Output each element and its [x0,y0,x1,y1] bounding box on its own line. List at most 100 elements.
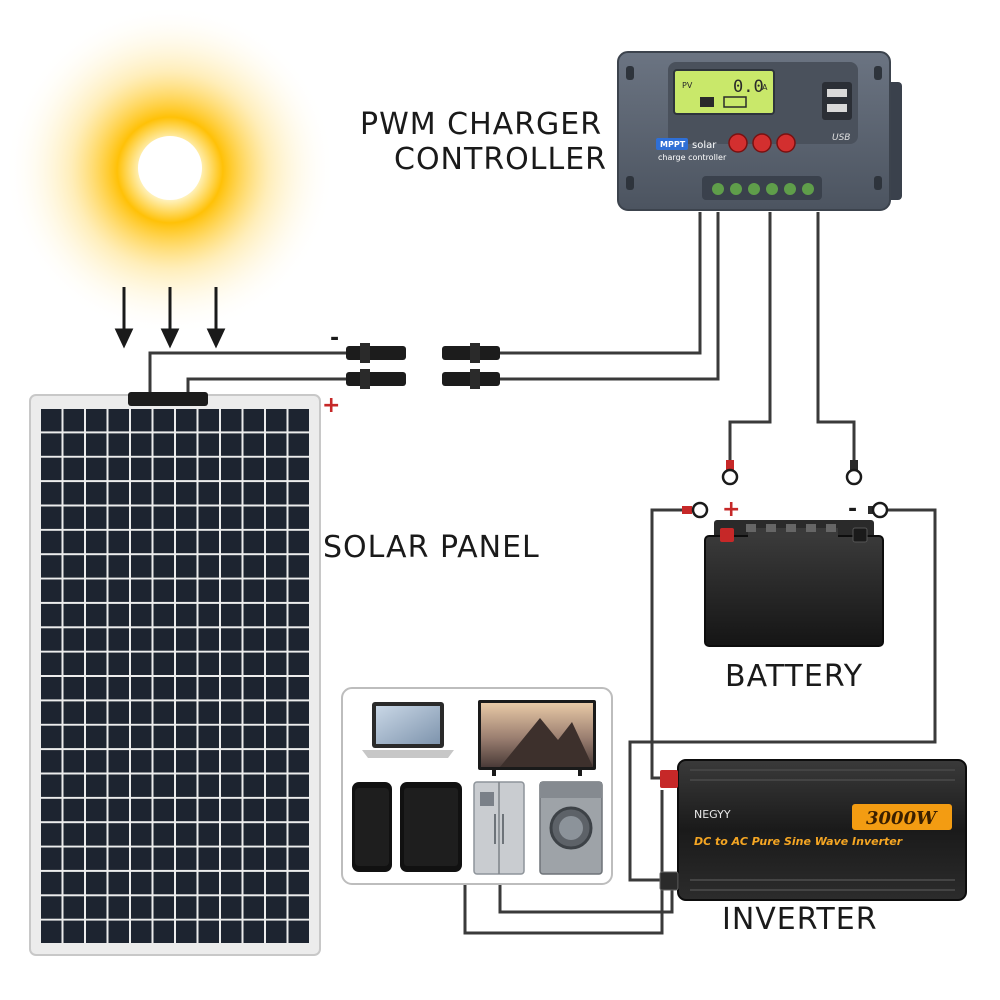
solar-cell [63,457,84,481]
solar-cell [243,677,264,700]
solar-cell [131,652,152,675]
solar-cell [176,409,197,432]
solar-cell [41,701,62,724]
solar-cell [176,750,197,773]
solar-cell [63,750,84,773]
solar-cell [176,677,197,700]
solar-cell [243,798,264,822]
laptop-icon [362,702,454,758]
solar-cell [131,677,152,700]
controller-button-2 [752,133,772,153]
solar-cell [86,652,107,675]
solar-cell [153,506,174,529]
solar-cell [41,652,62,675]
solar-cell [41,677,62,700]
appliances-panel [341,687,613,885]
solar-cell [243,847,264,870]
solar-cell [131,798,152,822]
controller-label-line1: PWM CHARGER [360,107,603,142]
solar-cell [266,798,287,822]
solar-cell [288,603,309,627]
solar-cell [108,677,129,700]
solar-cell [198,603,219,627]
solar-cell [108,628,129,651]
solar-cell [108,871,129,895]
smartphone-icon [352,782,392,872]
solar-cell [41,920,62,943]
solar-cell [288,433,309,456]
solar-cell [63,603,84,627]
solar-cell [243,701,264,724]
solar-cell [131,847,152,870]
solar-cell [153,823,174,846]
solar-cell [41,409,62,432]
solar-cell [153,652,174,675]
solar-cell [176,871,197,895]
solar-cell [153,482,174,505]
solar-cell [198,774,219,797]
svg-text:PV: PV [682,81,693,90]
refrigerator-icon [473,781,525,875]
solar-cell [198,823,219,846]
solar-cell [153,701,174,724]
solar-cell [288,871,309,895]
solar-cell [176,652,197,675]
svg-text:3000W: 3000W [866,808,938,829]
svg-text:DC to AC Pure Sine Wave Invert: DC to AC Pure Sine Wave Inverter [694,835,903,848]
solar-cell [198,920,219,943]
wiring [148,212,937,935]
solar-cell [131,823,152,846]
solar-cell [221,774,242,797]
solar-cell [131,774,152,797]
solar-cell [153,774,174,797]
inverter-positive-terminal [660,770,678,788]
solar-cell [288,701,309,724]
solar-cell [86,750,107,773]
solar-cell [266,555,287,578]
solar-cell [86,920,107,943]
battery-cable-terminals [682,460,889,519]
controller-button-3 [776,133,796,153]
solar-cell [243,920,264,943]
solar-cell [108,409,129,432]
solar-cell [198,433,219,456]
charge-controller: PV 0.0 A USB MPPT solar charge controlle… [617,51,902,211]
solar-cell [131,579,152,602]
battery [704,520,884,647]
solar-cell [288,482,309,505]
solar-cell [108,896,129,919]
solar-cell [198,506,219,529]
solar-cell [243,725,264,749]
solar-cell [221,652,242,675]
solar-cell [41,823,62,846]
solar-cell [63,628,84,651]
solar-cell [131,482,152,505]
solar-cell [131,457,152,481]
solar-cell [41,798,62,822]
solar-cell [266,506,287,529]
panel-positive-sign: + [322,393,340,418]
controller-label-line2: CONTROLLER [394,142,608,177]
solar-cell [221,579,242,602]
battery-negative-terminal [852,527,868,543]
solar-cell [266,530,287,554]
solar-cell [86,482,107,505]
solar-cell [221,896,242,919]
solar-cell [86,725,107,749]
solar-cell [266,677,287,700]
solar-cell [288,677,309,700]
battery-positive-sign: + [722,497,740,522]
solar-cell [131,750,152,773]
inverter: NEGYY 3000W DC to AC Pure Sine Wave Inve… [659,759,967,901]
solar-cell [198,628,219,651]
battery-positive-terminal [720,528,734,542]
solar-cell [266,579,287,602]
battery-label: BATTERY [725,659,864,694]
svg-text:MPPT: MPPT [660,140,686,149]
solar-cell [221,603,242,627]
solar-cell [41,725,62,749]
solar-cell [266,701,287,724]
solar-cell [266,628,287,651]
solar-cell [176,701,197,724]
